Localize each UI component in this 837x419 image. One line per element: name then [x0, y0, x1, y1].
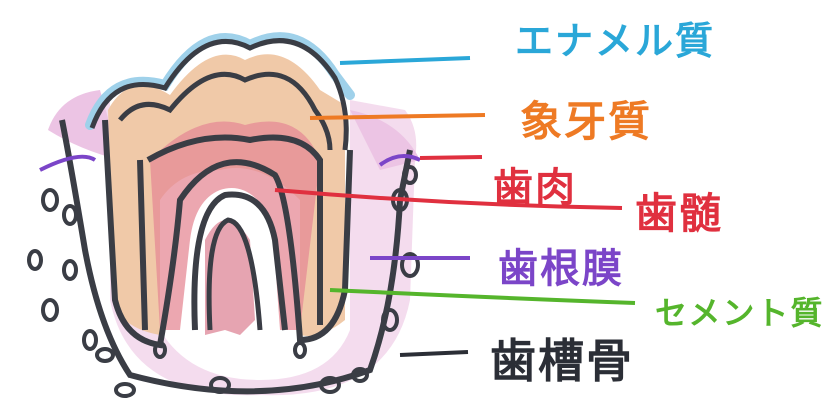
alveolar-bone-leader	[399, 350, 469, 357]
pulp-leader	[274, 188, 623, 210]
periodontal-ligament	[39, 154, 421, 172]
pulp-outline	[137, 134, 323, 331]
alveolar-bone-dots	[27, 165, 420, 398]
label-gingiva: 歯肉	[493, 165, 577, 211]
pulp-root	[205, 220, 255, 335]
cementum-leader	[329, 288, 636, 305]
enamel-leader	[339, 56, 471, 65]
label-pulp: 歯髄	[635, 189, 724, 238]
label-enamel: エナメル質	[515, 19, 716, 63]
dentin-leader	[309, 113, 486, 120]
gingiva-leader	[419, 155, 483, 160]
label-dentin: 象牙質	[520, 97, 653, 146]
label-cementum: セメント質	[655, 294, 825, 332]
label-periodontal-ligament: 歯根膜	[498, 246, 624, 292]
label-alveolar-bone: 歯槽骨	[490, 334, 634, 388]
enamel-line	[89, 38, 349, 151]
enamel-outline	[85, 32, 355, 130]
pulp-canal	[206, 217, 263, 331]
